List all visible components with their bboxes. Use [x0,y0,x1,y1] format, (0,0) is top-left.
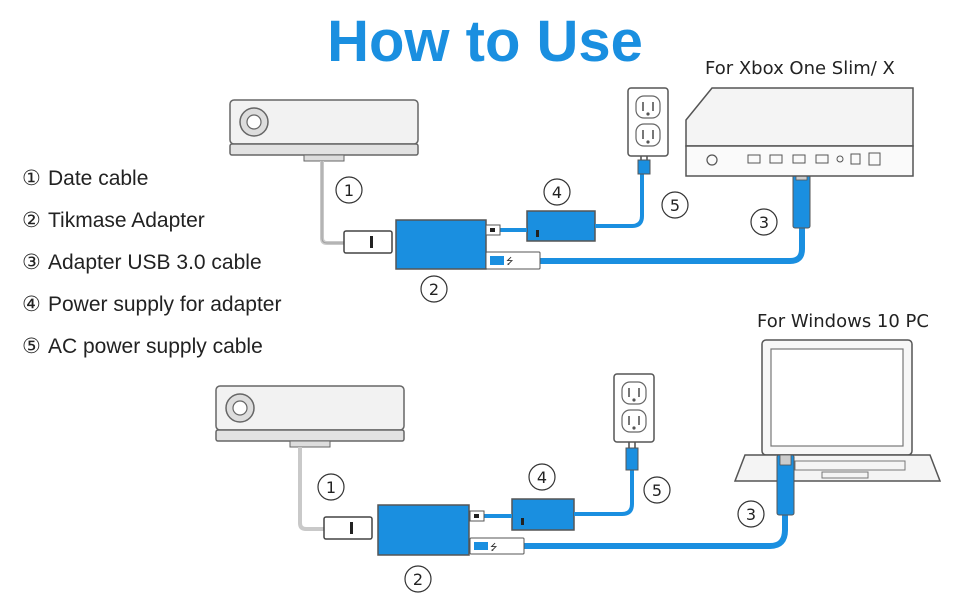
xbox-console-icon [685,87,914,177]
kinect-plug [323,516,373,540]
marker-2-top: 2 [420,275,448,303]
power-supply-box [511,498,575,531]
svg-text:1: 1 [344,181,354,200]
svg-text:3: 3 [746,505,756,524]
legend-number: ① [22,167,41,190]
kinect-cable [320,161,345,245]
marker-3-top: 3 [750,208,778,236]
wall-outlet-icon [613,373,655,443]
svg-text:3: 3 [759,213,769,232]
legend-item-date-cable: ① Date cable [22,166,281,208]
svg-text:5: 5 [670,196,680,215]
kinect-plug [343,230,393,254]
legend-number: ② [22,209,41,232]
legend-label: Power supply for adapter [48,293,282,316]
legend: ① Date cable ② Tikmase Adapter ③ Adapter US… [22,166,281,376]
marker-3-bottom: 3 [737,500,765,528]
svg-text:2: 2 [413,570,423,589]
xbox-target-label: For Xbox One Slim/ X [705,58,895,79]
legend-item-ac-cable: ⑤ AC power supply cable [22,334,281,376]
legend-label: AC power supply cable [48,335,263,358]
kinect-cable [298,447,325,531]
wall-outlet-icon [627,87,669,157]
legend-number: ③ [22,251,41,274]
marker-4-top: 4 [543,178,571,206]
usb-symbol-icon: ⭍ [506,256,514,267]
marker-1-top: 1 [335,176,363,204]
legend-label: Adapter USB 3.0 cable [48,251,262,274]
legend-label: Tikmase Adapter [48,209,205,232]
legend-number: ④ [22,293,41,316]
page-title: How to Use [327,9,643,74]
legend-number: ⑤ [22,335,41,358]
adapter-box [377,504,470,556]
ac-cable [574,470,634,516]
kinect-sensor-icon [229,99,419,162]
legend-item-usb-cable: ③ Adapter USB 3.0 cable [22,250,281,292]
legend-item-power-supply: ④ Power supply for adapter [22,292,281,334]
adapter-box [395,219,487,270]
svg-text:2: 2 [429,280,439,299]
marker-1-bottom: 1 [317,473,345,501]
ac-cable [595,172,644,228]
usb-cable [524,508,788,549]
marker-5-bottom: 5 [643,476,671,504]
svg-text:1: 1 [326,478,336,497]
marker-5-top: 5 [661,191,689,219]
usb-symbol-icon: ⭍ [490,542,498,553]
kinect-sensor-icon [215,385,405,448]
laptop-icon [733,339,942,482]
legend-item-adapter: ② Tikmase Adapter [22,208,281,250]
svg-text:4: 4 [552,183,562,202]
legend-label: Date cable [48,167,149,190]
svg-text:4: 4 [537,468,547,487]
svg-text:5: 5 [652,481,662,500]
marker-2-bottom: 2 [404,565,432,593]
pc-target-label: For Windows 10 PC [757,311,929,332]
usb-cable [540,226,805,264]
marker-4-bottom: 4 [528,463,556,491]
